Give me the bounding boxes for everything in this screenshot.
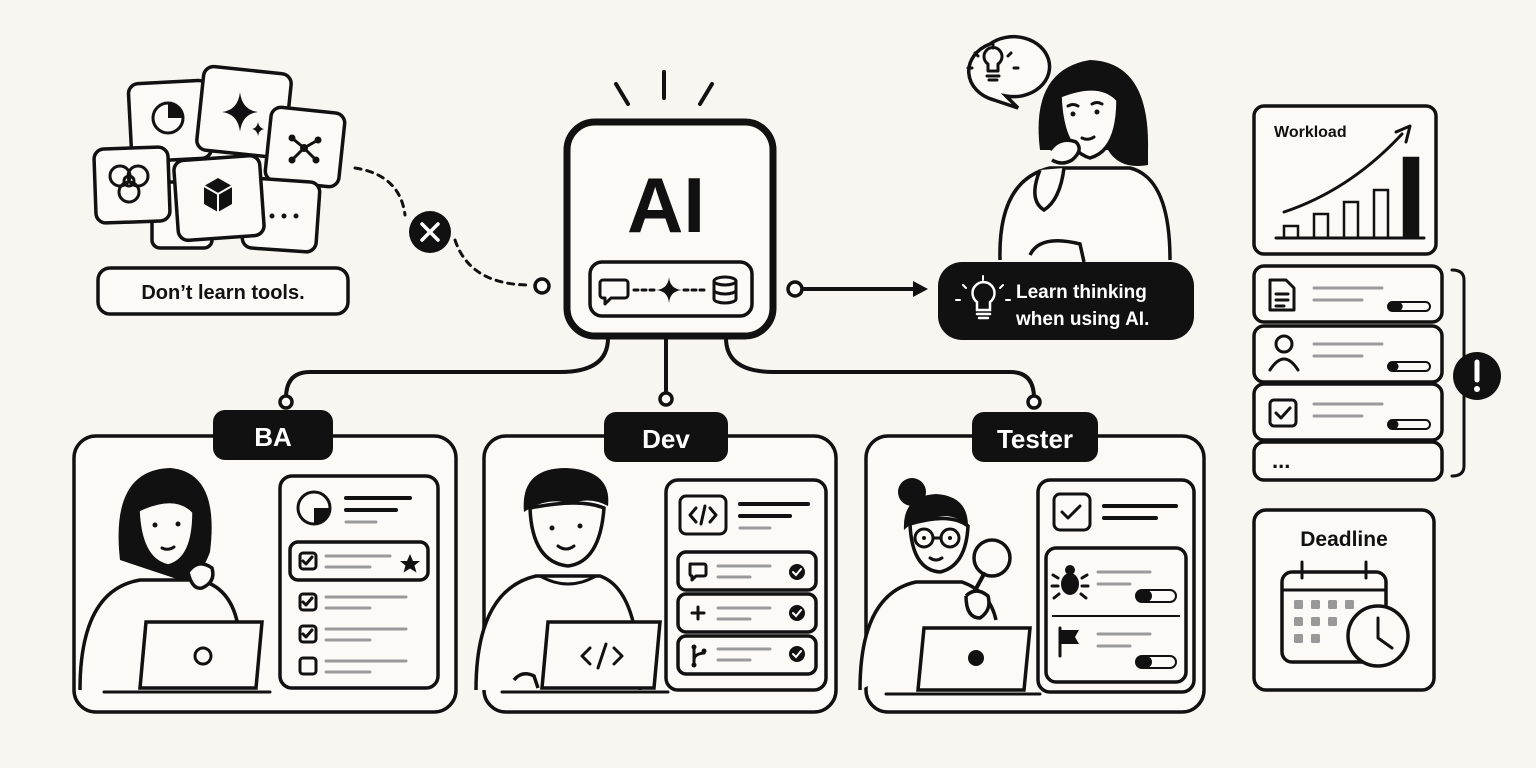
workload-bar: [1372, 188, 1390, 240]
code-icon: [580, 642, 624, 670]
lightbulb-thought-bubble: [966, 34, 1052, 110]
pie-chart-icon: [296, 490, 332, 526]
sparkle-icon: [222, 92, 264, 136]
task-progress-fill: [1388, 420, 1399, 429]
role-card-tester: Tester: [858, 412, 1206, 714]
checkbox-icon: [1268, 398, 1298, 428]
ai-box: AI: [563, 70, 777, 340]
network-icon: [288, 134, 322, 164]
star-icon: [400, 554, 420, 573]
exclamation-icon: [1453, 352, 1501, 400]
reject-icon: [409, 211, 451, 253]
ba-task-panel: [278, 474, 440, 690]
ai-label: AI: [627, 161, 705, 249]
chat-icon: [688, 562, 708, 582]
workload-bar: [1282, 224, 1300, 240]
task-progress-fill: [1388, 302, 1403, 311]
role-card-dev: Dev: [474, 412, 838, 714]
sparkle-icon-small: [656, 277, 682, 303]
tester-task-panel: [1036, 478, 1196, 694]
tester-progress-fill: [1136, 590, 1152, 602]
lightbulb-icon: [955, 275, 1011, 320]
database-icon: [712, 275, 738, 305]
dev-task-panel: [664, 478, 828, 692]
tools-note-text: Don’t learn tools.: [141, 282, 304, 304]
pie-chart-icon: [151, 101, 185, 135]
dashed-connector: [353, 166, 532, 287]
deadline-label: Deadline: [1300, 528, 1388, 551]
role-label-ba: BA: [254, 422, 292, 452]
arrow-head: [913, 281, 928, 297]
task-row-user: [1252, 324, 1444, 384]
thinking-note-line1: Learn thinking: [1016, 282, 1147, 303]
workload-panel: Workload: [1252, 104, 1438, 256]
connector-node-right: [786, 280, 804, 298]
task-list-panel: ...: [1252, 264, 1501, 482]
dev-person: [474, 468, 670, 694]
tester-person: [858, 478, 1042, 696]
ba-person: [78, 468, 272, 694]
role-connectors: [278, 336, 1042, 410]
workload-bar: [1402, 156, 1420, 240]
flag-icon: [1058, 626, 1079, 658]
tools-cluster: [92, 64, 347, 254]
laptop-ba: [102, 620, 272, 694]
more-tools-icon: [269, 213, 299, 219]
laptop-dev: [500, 620, 670, 694]
cube-icon: [203, 178, 233, 212]
code-icon: [688, 504, 718, 526]
ai-glow-rays: [614, 70, 714, 106]
workload-bar: [1342, 200, 1360, 240]
workload-bars: [1282, 156, 1420, 240]
workload-label: Workload: [1274, 124, 1347, 141]
tools-note-pill: Don’t learn tools.: [96, 266, 350, 316]
plus-icon: [690, 605, 706, 621]
task-row-check: [1252, 382, 1444, 442]
connector-node-left: [533, 277, 551, 295]
clock-icon: [1346, 604, 1410, 668]
more-label: ...: [1272, 448, 1290, 473]
workload-bar: [1312, 212, 1330, 240]
bug-icon: [1050, 565, 1090, 600]
user-icon: [1268, 334, 1300, 372]
deadline-panel: Deadline: [1252, 508, 1436, 692]
trend-arrow: [1282, 132, 1404, 214]
role-card-ba: BA: [72, 410, 458, 714]
task-row-more: [1252, 440, 1444, 482]
role-label-dev: Dev: [642, 424, 690, 454]
thinking-note-pill: Learn thinking when using AI.: [938, 262, 1194, 340]
openai-icon: [108, 164, 150, 204]
document-icon: [1268, 278, 1296, 312]
thinking-person: [966, 34, 1172, 263]
chat-icon: [598, 278, 630, 306]
laptop-tester: [884, 626, 1042, 696]
role-label-tester: Tester: [997, 424, 1073, 454]
thinking-note-line2: when using AI.: [1015, 309, 1149, 330]
task-progress-fill: [1388, 362, 1399, 371]
tester-progress-fill: [1136, 656, 1152, 668]
branch-icon: [691, 644, 707, 668]
check-icon: [1060, 504, 1082, 520]
